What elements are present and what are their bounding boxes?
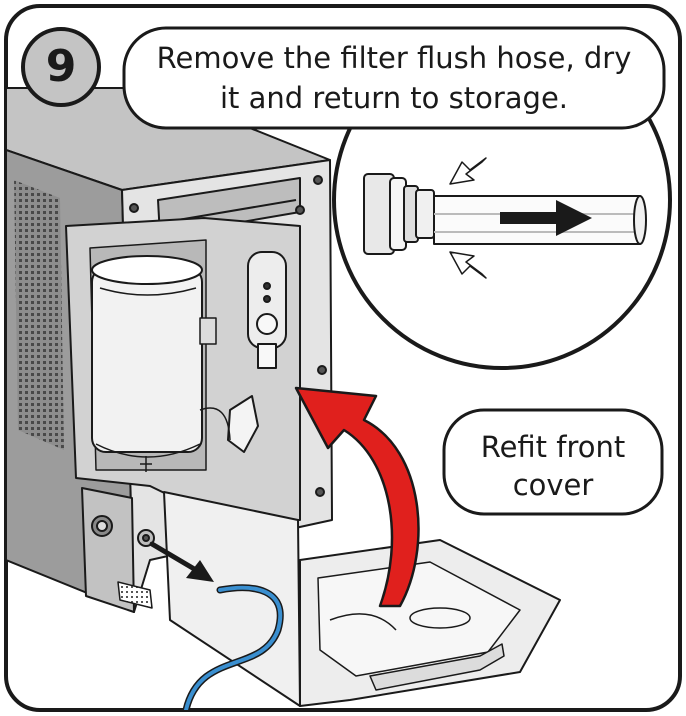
screw	[317, 365, 327, 375]
valve-knob	[227, 395, 259, 453]
step-badge	[21, 27, 101, 107]
indicator-light	[263, 295, 271, 303]
cover-handle	[369, 643, 505, 691]
filter-top	[91, 255, 203, 285]
base-vents	[117, 581, 153, 609]
step-number: 9	[45, 41, 77, 92]
refit-arrow-icon	[294, 386, 420, 608]
refit-callout-text: Refit front cover	[446, 428, 660, 504]
pull-arrow-icon	[500, 200, 592, 236]
instruction-line: it and return to storage.	[219, 81, 569, 115]
squeeze-arrow-icon	[449, 251, 487, 279]
screw	[313, 175, 323, 185]
indicator-light	[263, 282, 271, 290]
filter-clip	[199, 317, 217, 345]
control-button	[256, 313, 278, 335]
front-cover	[163, 491, 561, 707]
screw	[295, 205, 305, 215]
screw	[129, 203, 139, 213]
panel-window	[257, 343, 277, 369]
squeeze-arrow-icon	[449, 157, 487, 185]
hose-connector-detail	[363, 173, 647, 255]
callout-line: Refit front	[480, 430, 626, 464]
screw	[315, 487, 325, 497]
refit-bubble	[442, 408, 664, 516]
instruction-text: Remove the filter flush hose, dry it and…	[136, 38, 652, 118]
hose-pipe	[433, 195, 641, 245]
pull-arrow-icon	[149, 541, 214, 582]
instruction-line: Remove the filter flush hose, dry	[156, 41, 632, 75]
hose-fitting	[137, 529, 155, 547]
side-vents	[14, 180, 64, 450]
callout-line: cover	[512, 468, 594, 502]
instruction-bubble	[122, 26, 666, 130]
